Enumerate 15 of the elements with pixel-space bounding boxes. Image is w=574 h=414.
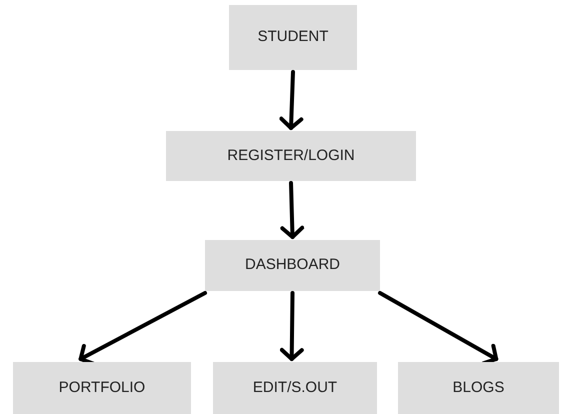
box-label: PORTFOLIO xyxy=(58,378,146,398)
process-box xyxy=(213,362,377,414)
process-box xyxy=(229,5,357,70)
process-box xyxy=(398,362,559,414)
arrow xyxy=(279,70,304,130)
arrow xyxy=(280,291,304,361)
process-box xyxy=(13,362,191,414)
arrow xyxy=(280,181,304,239)
process-box xyxy=(166,131,416,181)
box-label: BLOGS xyxy=(452,378,504,398)
box-label: DASHBOARD xyxy=(244,255,340,276)
box-label: STUDENT xyxy=(258,27,328,48)
box-label: EDIT/S.OUT xyxy=(252,378,338,398)
process-box xyxy=(205,240,380,291)
box-label: REGISTER/LOGIN xyxy=(227,146,355,166)
